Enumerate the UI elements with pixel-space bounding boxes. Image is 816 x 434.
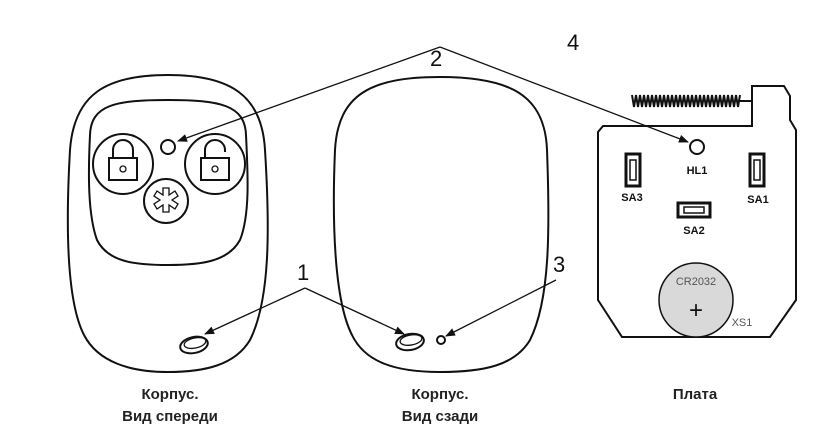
board-caption: Плата (673, 386, 718, 403)
lock-closed-icon (108, 139, 138, 181)
battery-plus-sign: + (689, 297, 703, 324)
hl1-label: HL1 (687, 165, 708, 177)
sa2-switch (676, 201, 712, 219)
sa2-label: SA2 (683, 225, 704, 237)
lock-open-icon (200, 139, 230, 181)
front-led-indicator (160, 139, 176, 155)
lock-button (92, 133, 154, 195)
arrow-1-back-hole (304, 287, 405, 335)
star-button (143, 178, 189, 224)
front-caption-line2: Вид спереди (122, 408, 218, 425)
pcb-outline (597, 85, 797, 338)
arrow-1-front-hole (204, 287, 306, 335)
arrow-2-front-led (177, 46, 441, 142)
arrow-3-small-hole (445, 279, 557, 337)
xs1-label: XS1 (732, 317, 753, 329)
callout-3: 3 (553, 252, 565, 277)
front-button-panel (87, 98, 249, 267)
callout-4: 4 (567, 30, 579, 55)
hl1-led (689, 139, 705, 155)
sa3-label: SA3 (621, 192, 642, 204)
back-caption-line2: Вид сзади (402, 408, 478, 425)
remote-front-view (66, 73, 269, 374)
antenna-coil (631, 94, 741, 108)
back-caption-line1: Корпус. (411, 386, 468, 403)
back-keyring-hole (395, 332, 425, 352)
callout-2: 2 (430, 46, 442, 71)
sa1-switch (748, 152, 766, 188)
sa1-label: SA1 (747, 194, 768, 206)
front-body-outline (66, 73, 269, 374)
front-keyring-hole (179, 335, 209, 355)
back-body-outline (332, 75, 550, 374)
unlock-button (184, 133, 246, 195)
callout-1: 1 (297, 260, 309, 285)
battery-type-label: CR2032 (676, 276, 716, 288)
pcb-board: HL1 SA3 SA1 SA2 CR2032 + XS1 (597, 85, 797, 338)
front-caption-line1: Корпус. (141, 386, 198, 403)
remote-back-view (332, 75, 550, 374)
asterisk-icon (153, 187, 179, 213)
arrow-2-board-led (439, 46, 689, 143)
cr2032-battery: CR2032 + (658, 262, 734, 338)
back-small-hole (436, 335, 446, 345)
sa3-switch (624, 152, 642, 188)
